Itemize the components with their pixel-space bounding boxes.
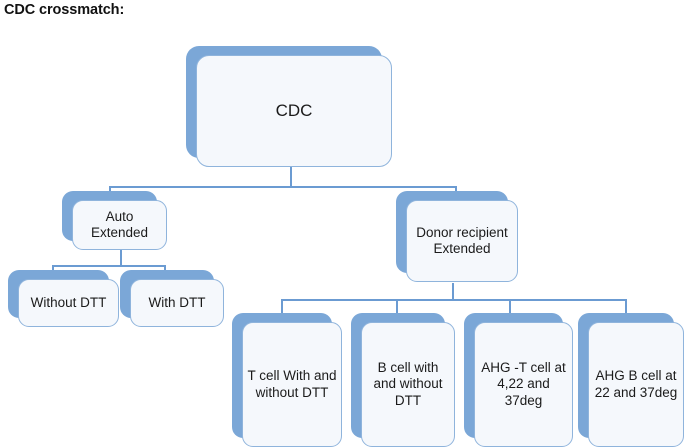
- connector-auto-extended-stem: [120, 250, 122, 266]
- node-label-t-cell: T cell With and without DTT: [242, 322, 342, 447]
- page-title: CDC crossmatch:: [4, 2, 125, 18]
- connector-to-t-cell: [281, 299, 283, 313]
- connector-auto-extended-bus: [52, 265, 165, 267]
- node-label-cdc: CDC: [196, 55, 392, 167]
- node-ahg-b-cell[interactable]: AHG B cell at 22 and 37deg: [578, 313, 684, 447]
- node-with-dtt[interactable]: With DTT: [120, 270, 224, 327]
- node-label-ahg-b-cell: AHG B cell at 22 and 37deg: [588, 322, 684, 447]
- node-label-auto-extended: Auto Extended: [72, 200, 167, 250]
- node-label-without-dtt: Without DTT: [18, 279, 119, 327]
- connector-donor-recipient-stem: [452, 283, 454, 300]
- node-cdc[interactable]: CDC: [186, 46, 392, 167]
- node-label-b-cell: B cell with and without DTT: [361, 322, 455, 447]
- node-label-ahg-t-cell: AHG -T cell at 4,22 and 37deg: [474, 322, 573, 447]
- node-label-donor-recipient-extended: Donor recipient Extended: [406, 200, 518, 282]
- connector-to-b-cell: [396, 299, 398, 313]
- node-auto-extended[interactable]: Auto Extended: [62, 191, 167, 250]
- connector-to-ahg-t-cell: [509, 299, 511, 313]
- node-without-dtt[interactable]: Without DTT: [8, 270, 119, 327]
- node-label-with-dtt: With DTT: [130, 279, 224, 327]
- connector-to-ahg-b-cell: [625, 299, 627, 313]
- connector-root-bus: [109, 186, 456, 188]
- connector-donor-recipient-bus: [281, 299, 626, 301]
- node-ahg-t-cell[interactable]: AHG -T cell at 4,22 and 37deg: [464, 313, 573, 447]
- node-t-cell-with-without-dtt[interactable]: T cell With and without DTT: [232, 313, 342, 447]
- node-donor-recipient-extended[interactable]: Donor recipient Extended: [396, 191, 518, 282]
- connector-root-stem: [290, 167, 292, 187]
- node-b-cell-with-without-dtt[interactable]: B cell with and without DTT: [351, 313, 455, 447]
